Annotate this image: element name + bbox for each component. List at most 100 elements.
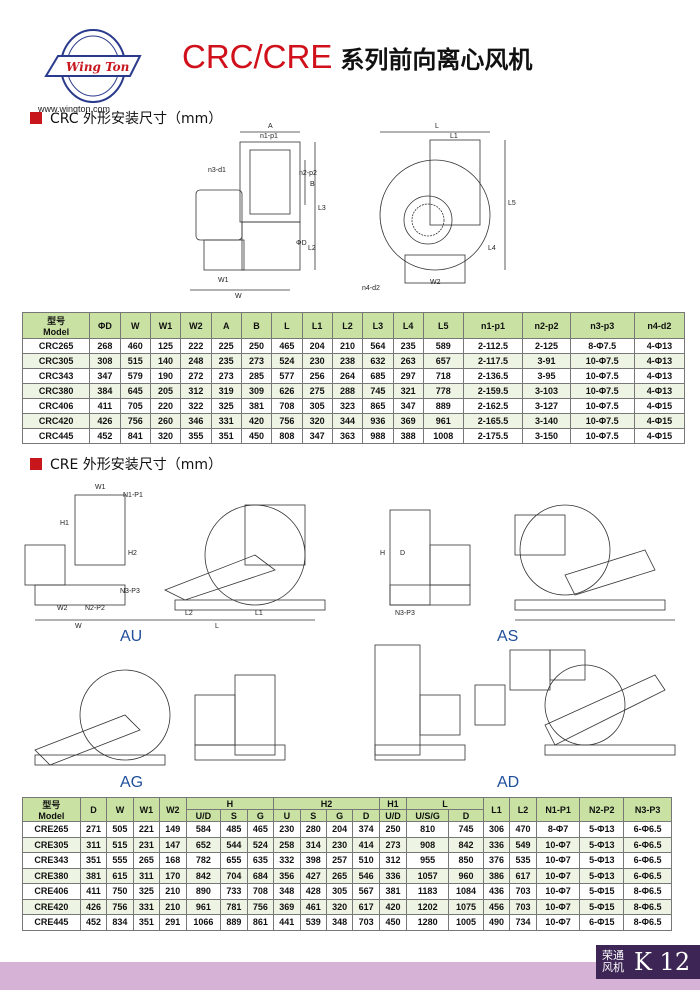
- table-cell: 579: [119, 368, 151, 384]
- table-cell: 230: [301, 353, 333, 369]
- table-cell: 2-112.5: [462, 338, 524, 354]
- table-cell: CRC380: [21, 383, 91, 399]
- table-cell: 10-Φ7: [535, 836, 581, 853]
- table-cell: 297: [392, 368, 424, 384]
- table-cell: 470: [509, 821, 537, 838]
- table-cell: 960: [448, 867, 484, 884]
- table-cell: 510: [352, 852, 380, 869]
- column-header: ΦD: [89, 312, 121, 339]
- table-cell: 452: [89, 428, 121, 444]
- table-cell: 456: [482, 898, 511, 915]
- table-cell: 204: [301, 338, 333, 354]
- table-cell: 275: [301, 383, 333, 399]
- wington-logo: Wing Ton: [44, 29, 142, 103]
- label-n1p1: N1-P1: [123, 492, 143, 499]
- table-cell: 890: [185, 883, 222, 900]
- table-cell: 319: [210, 383, 242, 399]
- table-cell: 2-165.5: [462, 413, 524, 429]
- table-cell: 291: [159, 914, 187, 931]
- label-l: L: [215, 623, 219, 630]
- table-cell: 356: [273, 867, 301, 884]
- table-cell: 441: [273, 914, 301, 931]
- table-cell: 756: [271, 413, 303, 429]
- column-subheader: U: [273, 809, 301, 822]
- table-cell: 374: [352, 821, 380, 838]
- table-cell: 589: [422, 338, 464, 354]
- column-header: W1: [149, 312, 182, 339]
- table-cell: 10-Φ7: [535, 898, 581, 915]
- table-cell: 524: [271, 353, 303, 369]
- label-n3p3: N3-P3: [395, 610, 415, 617]
- table-cell: 312: [180, 383, 212, 399]
- table-cell: 5-Φ13: [579, 852, 625, 869]
- table-cell: 745: [448, 821, 484, 838]
- table-cell: 369: [273, 898, 301, 915]
- table-cell: 235: [210, 353, 242, 369]
- fan-base: [404, 254, 466, 284]
- label-a: A: [268, 123, 273, 130]
- table-cell: 524: [246, 836, 275, 853]
- table-cell: CRE420: [22, 898, 81, 915]
- table-cell: 703: [509, 883, 537, 900]
- table-cell: 321: [392, 383, 424, 399]
- table-cell: 8-Φ6.5: [623, 898, 672, 915]
- column-header: 型号 Model: [22, 797, 81, 822]
- table-cell: 248: [180, 353, 212, 369]
- table-cell: 10-Φ7.5: [569, 413, 635, 429]
- page-number: K 12: [634, 948, 691, 976]
- table-cell: 386: [482, 867, 511, 884]
- table-cell: 778: [422, 383, 464, 399]
- table-cell: 1183: [406, 883, 450, 900]
- column-header: N2-P2: [579, 797, 625, 822]
- table-cell: 465: [246, 821, 275, 838]
- column-header: W: [106, 797, 134, 822]
- bullet-square: [30, 458, 42, 470]
- table-cell: 311: [132, 867, 161, 884]
- label-d: D: [400, 550, 405, 557]
- table-cell: 388: [392, 428, 424, 444]
- table-cell: 8-Φ7: [535, 821, 581, 838]
- table-cell: 617: [509, 867, 537, 884]
- table-cell: 190: [149, 368, 182, 384]
- table-cell: 460: [119, 338, 151, 354]
- column-header: N3-P3: [623, 797, 672, 822]
- ag-view: [34, 669, 286, 766]
- table-cell: 384: [89, 383, 121, 399]
- table-cell: 363: [331, 428, 364, 444]
- table-cell: 961: [185, 898, 222, 915]
- table-cell: 347: [392, 398, 424, 414]
- table-cell: 490: [482, 914, 511, 931]
- table-cell: 288: [331, 383, 364, 399]
- column-subheader: G: [325, 809, 354, 822]
- table-cell: 635: [246, 852, 275, 869]
- label-h: H: [380, 550, 385, 557]
- table-cell: 584: [185, 821, 222, 838]
- table-cell: 381: [240, 398, 273, 414]
- column-subheader: S: [220, 809, 248, 822]
- table-cell: 320: [301, 413, 333, 429]
- table-cell: CRE305: [22, 836, 81, 853]
- column-subheader: G: [246, 809, 275, 822]
- table-cell: CRE265: [22, 821, 81, 838]
- table-cell: CRC343: [21, 368, 91, 384]
- table-cell: 210: [331, 338, 364, 354]
- table-cell: 936: [362, 413, 394, 429]
- table-cell: 264: [331, 368, 364, 384]
- label-w1: W1: [218, 277, 229, 284]
- table-cell: 756: [106, 898, 134, 915]
- table-cell: 221: [132, 821, 161, 838]
- table-cell: 955: [406, 852, 450, 869]
- table-cell: 781: [220, 898, 248, 915]
- table-cell: 615: [106, 867, 134, 884]
- table-cell: 10-Φ7: [535, 867, 581, 884]
- cre-heading-text: CRE 外形安装尺寸（mm）: [50, 457, 223, 473]
- table-cell: 10-Φ7.5: [569, 428, 635, 444]
- table-cell: 1008: [422, 428, 464, 444]
- table-cell: 265: [132, 852, 161, 869]
- table-cell: 6-Φ6.5: [623, 836, 672, 853]
- table-cell: 961: [422, 413, 464, 429]
- table-cell: 8-Φ6.5: [623, 914, 672, 931]
